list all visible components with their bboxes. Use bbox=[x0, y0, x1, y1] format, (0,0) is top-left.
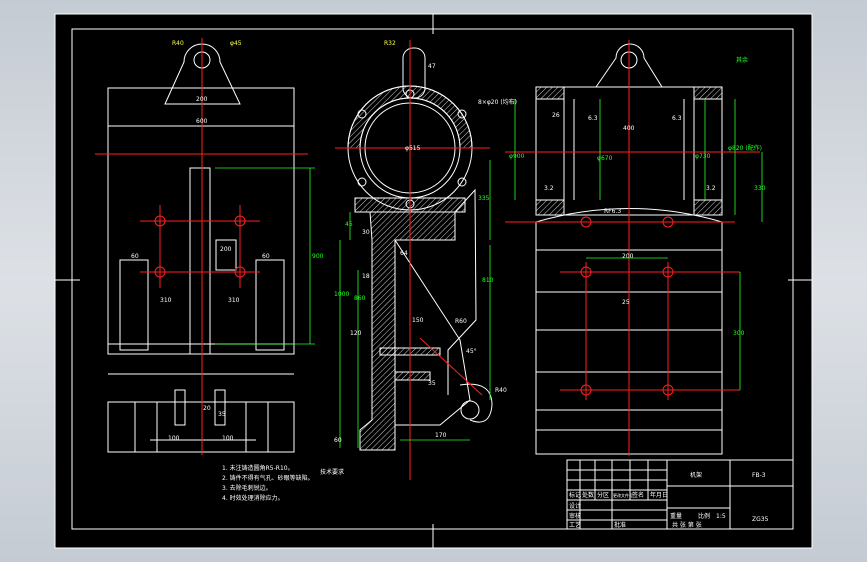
base-right-label: 100 bbox=[222, 435, 234, 442]
bottom-note-label: RF6.3 bbox=[604, 208, 621, 215]
tb-header-1: 处数 bbox=[582, 491, 594, 499]
outer-right-label: φ820 (配作) bbox=[728, 144, 762, 152]
tb-row-1: 审核 bbox=[569, 512, 581, 520]
base-left-label: 100 bbox=[168, 435, 180, 442]
tb-row-0: 设计 bbox=[569, 502, 581, 510]
notes-heading: 技术要求 bbox=[320, 468, 344, 476]
hole-spacing-label: 200 bbox=[220, 246, 232, 253]
height-main-label: 1000 bbox=[334, 291, 349, 298]
note-line-3: 3. 去除毛刺锐边。 bbox=[222, 484, 272, 492]
h330-label: 330 bbox=[754, 185, 766, 192]
center-dim-label: 25 bbox=[622, 299, 630, 306]
right-boss bbox=[255, 259, 285, 351]
front-dimensions bbox=[514, 99, 763, 390]
angle-label: 45° bbox=[466, 348, 477, 355]
radius-top-label: R32 bbox=[384, 40, 396, 47]
top-view-centerlines bbox=[95, 38, 308, 455]
slot-label: 120 bbox=[350, 330, 362, 337]
material: ZG35 bbox=[752, 516, 769, 523]
scale: 1:5 bbox=[716, 513, 726, 520]
inner-rib bbox=[215, 239, 237, 271]
lug-height-label: 47 bbox=[428, 63, 436, 70]
web-b-label: 64 bbox=[400, 250, 408, 257]
bore-mid-label: φ670 bbox=[597, 155, 613, 162]
left-boss bbox=[119, 259, 149, 351]
tb-header-2: 分区 bbox=[597, 491, 609, 499]
note-line-2: 2. 铸件不得有气孔、砂眼等缺陷。 bbox=[222, 474, 314, 482]
height-b-label: 860 bbox=[354, 295, 366, 302]
tb-header-5: 年月日 bbox=[650, 491, 668, 499]
inner-right-label: 310 bbox=[228, 297, 240, 304]
drawing-number: FB-3 bbox=[752, 472, 766, 479]
section-centerlines bbox=[335, 40, 490, 480]
front-lug bbox=[595, 43, 663, 88]
rib-label: 18 bbox=[362, 273, 370, 280]
section-dimensions bbox=[339, 160, 491, 448]
technical-notes: 技术要求 1. 未注铸造圆角R5-R10。 2. 铸件不得有气孔、砂眼等缺陷。 … bbox=[222, 464, 344, 502]
dim-26-label: 26 bbox=[552, 112, 560, 119]
bottom-b-label: 35 bbox=[428, 380, 436, 387]
gap-b-label: 35 bbox=[218, 411, 226, 418]
r-right-label: 3.2 bbox=[706, 185, 716, 192]
front-centerlines bbox=[505, 40, 760, 456]
height-c-label: 810 bbox=[482, 277, 494, 284]
bottom-len-label: 170 bbox=[435, 432, 447, 439]
scale-label: 比例 bbox=[698, 512, 710, 520]
bore-right-label: φ730 bbox=[695, 153, 711, 160]
note-line-4: 4. 时效处理消除应力。 bbox=[222, 494, 284, 502]
spacing-left-label: 60 bbox=[131, 253, 139, 260]
tb-row-2: 工艺 bbox=[569, 521, 581, 529]
surface-mark-label: 其余 bbox=[736, 56, 748, 64]
tb-row-3: 批准 bbox=[614, 521, 626, 529]
gap-a-label: 20 bbox=[203, 405, 211, 412]
lifting-lug bbox=[164, 43, 241, 105]
tip-b-label: R40 bbox=[495, 387, 507, 394]
tb-header-4: 签名 bbox=[632, 491, 644, 499]
tip-label: R60 bbox=[455, 318, 467, 325]
sheet-label: 共 张 第 张 bbox=[672, 521, 702, 529]
arm-outline bbox=[447, 188, 477, 395]
flange-dim-label: 335 bbox=[478, 195, 490, 202]
web-label: 45 bbox=[345, 221, 353, 228]
part-name: 机架 bbox=[690, 471, 702, 479]
depth-label: 30 bbox=[362, 229, 370, 236]
rough-a-label: 6.3 bbox=[588, 115, 598, 122]
dia-left-label: φ900 bbox=[509, 153, 525, 160]
radius-label: R40 bbox=[172, 40, 184, 47]
centering-marks bbox=[55, 14, 812, 548]
hook-tip bbox=[459, 383, 493, 423]
overall-width-label: 600 bbox=[196, 118, 208, 125]
note-line-1: 1. 未注铸造圆角R5-R10。 bbox=[222, 464, 294, 472]
inner-left-label: 310 bbox=[160, 297, 172, 304]
body-section-hatch bbox=[359, 211, 456, 451]
side-section-view: R32 47 8×φ20 (均布) φ515 335 45 64 18 1000… bbox=[334, 40, 517, 480]
base-plate bbox=[107, 401, 295, 453]
title-block: 标记 处数 分区 更改文件号 签名 年月日 设计 审核 工艺 批准 机架 FB-… bbox=[566, 459, 794, 530]
hole-gap-label: 200 bbox=[622, 253, 634, 260]
r-left-label: 3.2 bbox=[544, 185, 554, 192]
top-view-dimensions bbox=[215, 167, 315, 345]
bore-label: φ515 bbox=[405, 145, 421, 152]
hole-label: φ45 bbox=[230, 40, 242, 47]
h-lower-label: 300 bbox=[733, 330, 745, 337]
spacing-right-label: 60 bbox=[262, 253, 270, 260]
bolt-note-label: 8×φ20 (均布) bbox=[478, 98, 517, 106]
slot-b-label: 150 bbox=[412, 317, 424, 324]
tb-header-3: 更改文件号 bbox=[613, 492, 633, 498]
top-view: R40 φ45 200 600 60 60 310 310 900 200 10… bbox=[95, 38, 324, 455]
lug-width-label: 200 bbox=[196, 96, 208, 103]
height-total-label: 900 bbox=[312, 253, 324, 260]
width-400-label: 400 bbox=[623, 125, 635, 132]
front-view: 26 6.3 6.3 400 φ900 φ670 φ730 φ820 (配作) … bbox=[505, 40, 766, 456]
side-small-label: 60 bbox=[334, 437, 342, 444]
tb-header-0: 标记 bbox=[569, 491, 581, 499]
weight-label: 重量 bbox=[670, 512, 682, 520]
rough-b-label: 6.3 bbox=[672, 115, 682, 122]
